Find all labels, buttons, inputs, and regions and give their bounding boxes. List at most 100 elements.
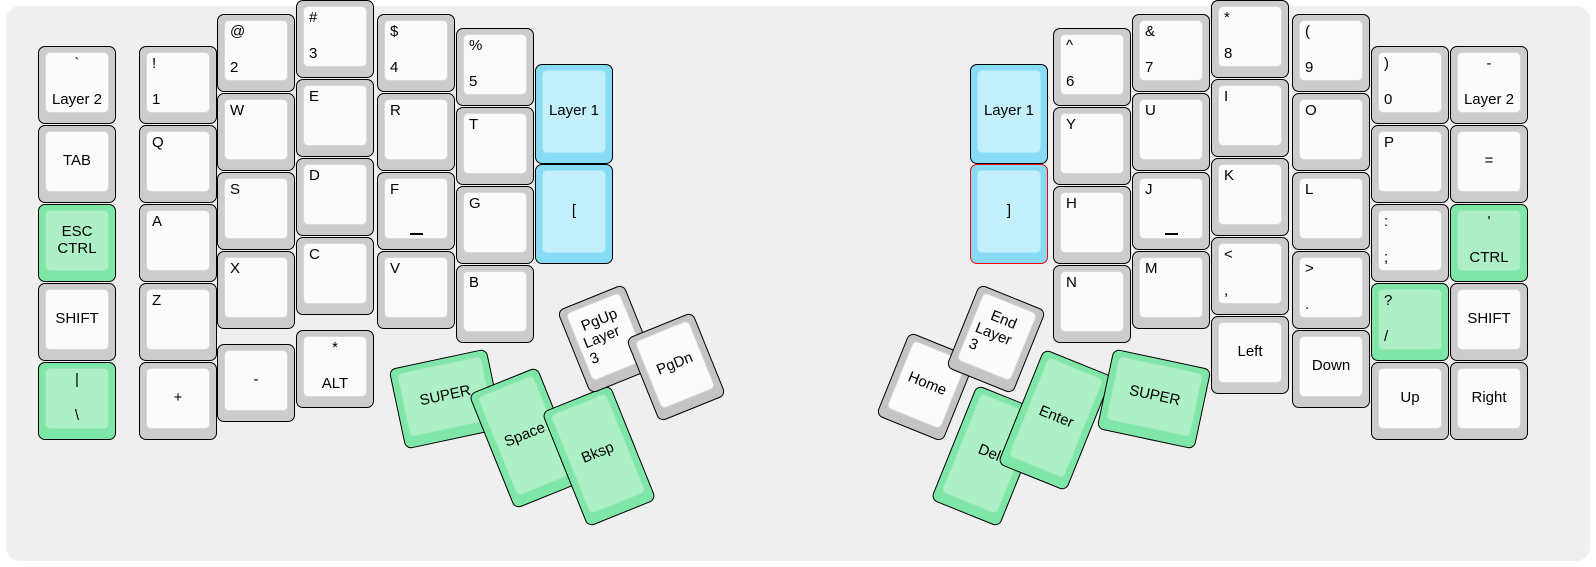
key-r-slash-cap — [1378, 289, 1442, 350]
key-l-z-cap — [146, 289, 210, 350]
key-l-5[interactable]: %5 — [456, 28, 534, 106]
key-r-up[interactable]: Up — [1371, 362, 1449, 440]
key-r-i-cap — [1218, 85, 1282, 146]
key-l-e-cap — [303, 85, 367, 146]
key-l-q-cap — [146, 131, 210, 192]
key-l-c[interactable]: C — [296, 237, 374, 315]
key-r-8-cap — [1218, 6, 1282, 67]
key-r-comma[interactable]: <, — [1211, 237, 1289, 315]
key-l-w[interactable]: W — [217, 93, 295, 171]
key-l-plus[interactable]: + — [139, 362, 217, 440]
key-l-e[interactable]: E — [296, 79, 374, 157]
key-r-l[interactable]: L — [1292, 172, 1370, 250]
key-l-w-cap — [224, 99, 288, 160]
key-l-t-cap — [463, 113, 527, 174]
key-r-n[interactable]: N — [1053, 265, 1131, 343]
key-r-quote-ctrl-cap — [1457, 210, 1521, 271]
key-r-down-cap — [1299, 336, 1363, 397]
key-l-x[interactable]: X — [217, 251, 295, 329]
key-l-5-cap — [463, 34, 527, 95]
key-l-s-cap — [224, 178, 288, 239]
key-r-o[interactable]: O — [1292, 93, 1370, 171]
key-r-equal-cap — [1457, 131, 1521, 192]
key-r-shift-cap — [1457, 289, 1521, 350]
key-r-period[interactable]: >. — [1292, 251, 1370, 329]
key-l-d[interactable]: D — [296, 158, 374, 236]
key-l-shift-cap — [45, 289, 109, 350]
key-r-o-cap — [1299, 99, 1363, 160]
key-l-2[interactable]: @2 — [217, 14, 295, 92]
key-r-7[interactable]: &7 — [1132, 14, 1210, 92]
key-r-rbracket[interactable]: ] — [970, 164, 1048, 264]
key-l-v-cap — [384, 257, 448, 318]
key-r-super[interactable]: SUPER — [1096, 348, 1212, 450]
key-l-a[interactable]: A — [139, 204, 217, 282]
key-r-shift[interactable]: SHIFT — [1450, 283, 1528, 361]
key-r-period-cap — [1299, 257, 1363, 318]
key-l-x-cap — [224, 257, 288, 318]
key-l-shift[interactable]: SHIFT — [38, 283, 116, 361]
key-l-s[interactable]: S — [217, 172, 295, 250]
key-l-f-cap — [384, 178, 448, 239]
key-r-h[interactable]: H — [1053, 186, 1131, 264]
key-r-semicolon[interactable]: :; — [1371, 204, 1449, 282]
key-l-3-cap — [303, 6, 367, 67]
key-l-1-cap — [146, 52, 210, 113]
key-r-left[interactable]: Left — [1211, 316, 1289, 394]
key-r-8[interactable]: *8 — [1211, 0, 1289, 78]
key-r-right-cap — [1457, 368, 1521, 429]
key-l-grave-layer2[interactable]: `Layer 2 — [38, 46, 116, 124]
key-l-alt[interactable]: *ALT — [296, 330, 374, 408]
key-r-m[interactable]: M — [1132, 251, 1210, 329]
key-r-i[interactable]: I — [1211, 79, 1289, 157]
key-l-pipe-bslash[interactable]: |\ — [38, 362, 116, 440]
key-l-4-cap — [384, 20, 448, 81]
key-l-r[interactable]: R — [377, 93, 455, 171]
key-l-v[interactable]: V — [377, 251, 455, 329]
key-l-esc-ctrl-cap — [45, 210, 109, 271]
key-r-9[interactable]: (9 — [1292, 14, 1370, 92]
key-r-u[interactable]: U — [1132, 93, 1210, 171]
key-r-j[interactable]: J — [1132, 172, 1210, 250]
key-l-q[interactable]: Q — [139, 125, 217, 203]
key-r-minus-layer2[interactable]: -Layer 2 — [1450, 46, 1528, 124]
key-l-1[interactable]: !1 — [139, 46, 217, 124]
key-r-right[interactable]: Right — [1450, 362, 1528, 440]
key-r-j-cap — [1139, 178, 1203, 239]
key-l-b[interactable]: B — [456, 265, 534, 343]
key-l-3[interactable]: #3 — [296, 0, 374, 78]
key-r-6[interactable]: ^6 — [1053, 28, 1131, 106]
key-l-layer1[interactable]: Layer 1 — [535, 64, 613, 164]
key-r-p-cap — [1378, 131, 1442, 192]
key-r-p[interactable]: P — [1371, 125, 1449, 203]
key-l-g[interactable]: G — [456, 186, 534, 264]
key-r-semicolon-cap — [1378, 210, 1442, 271]
key-l-f[interactable]: F — [377, 172, 455, 250]
key-l-minus[interactable]: - — [217, 344, 295, 422]
key-r-quote-ctrl[interactable]: 'CTRL — [1450, 204, 1528, 282]
key-r-equal[interactable]: = — [1450, 125, 1528, 203]
key-l-plus-cap — [146, 368, 210, 429]
key-r-slash[interactable]: ?/ — [1371, 283, 1449, 361]
key-l-t[interactable]: T — [456, 107, 534, 185]
key-r-y-cap — [1060, 113, 1124, 174]
key-r-y[interactable]: Y — [1053, 107, 1131, 185]
key-l-z[interactable]: Z — [139, 283, 217, 361]
key-l-grave-layer2-cap — [45, 52, 109, 113]
key-r-layer1[interactable]: Layer 1 — [970, 64, 1048, 164]
key-l-lbracket-cap — [542, 170, 606, 253]
key-r-layer1-cap — [977, 70, 1041, 153]
key-r-0[interactable]: )0 — [1371, 46, 1449, 124]
key-l-layer1-cap — [542, 70, 606, 153]
key-r-u-cap — [1139, 99, 1203, 160]
key-l-4[interactable]: $4 — [377, 14, 455, 92]
key-l-lbracket[interactable]: [ — [535, 164, 613, 264]
key-l-tab[interactable]: TAB — [38, 125, 116, 203]
key-r-6-cap — [1060, 34, 1124, 95]
key-r-down[interactable]: Down — [1292, 330, 1370, 408]
key-r-k[interactable]: K — [1211, 158, 1289, 236]
key-l-bksp[interactable]: Bksp — [541, 384, 657, 528]
